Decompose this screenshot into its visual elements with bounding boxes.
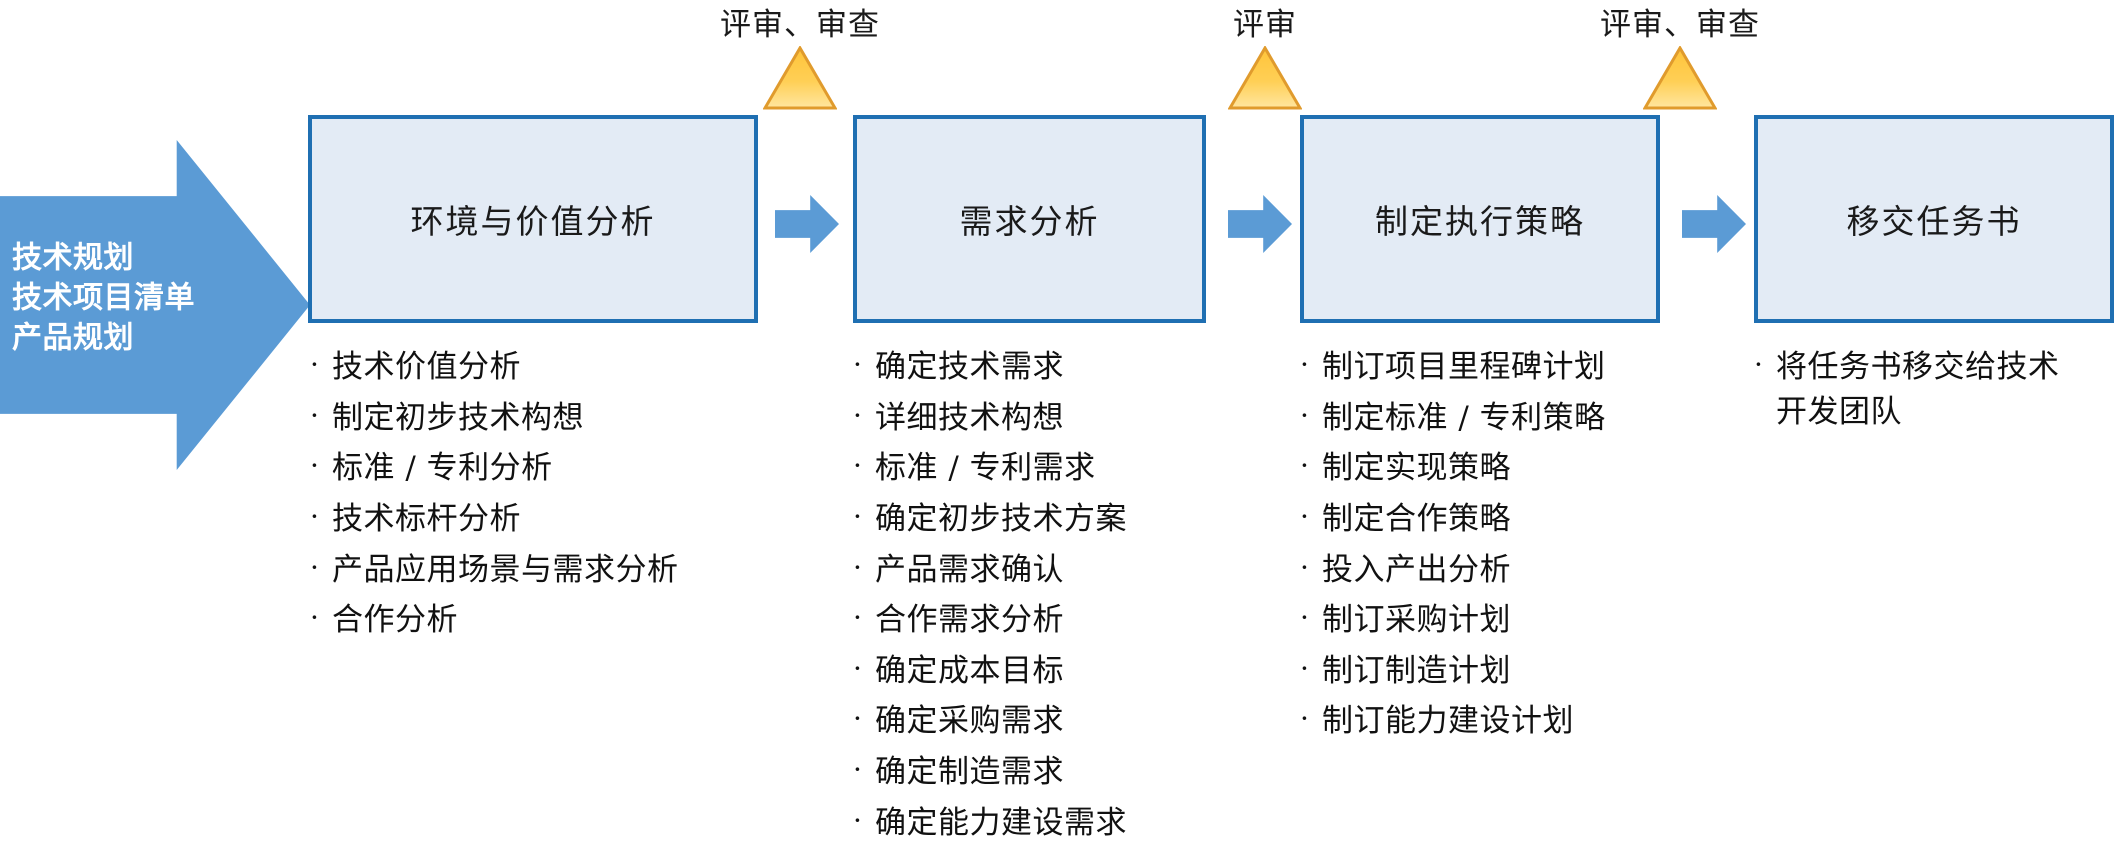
connector-arrow-1 (775, 195, 839, 253)
phase-box-2[interactable]: 需求分析 (853, 115, 1206, 323)
milestone-3[interactable]: 评审、审查 (1560, 8, 1800, 110)
triangle-milestone-icon (763, 46, 837, 110)
bullet-dot-icon: · (310, 601, 319, 635)
bullet-dot-icon: · (853, 803, 862, 837)
bullet-dot-icon: · (853, 550, 862, 584)
list-item: ·标准 / 专利需求 (853, 446, 1127, 491)
phase-2-title: 需求分析 (959, 202, 1100, 241)
phase-box-1[interactable]: 环境与价值分析 (308, 115, 758, 323)
input-arrow-line-2: 技术项目清单 (12, 280, 195, 316)
bullet-dot-icon: · (1300, 550, 1309, 584)
list-item: ·确定成本目标 (853, 649, 1127, 694)
bullet-dot-icon: · (1300, 398, 1309, 432)
list-item: ·制定实现策略 (1300, 446, 1606, 491)
list-item: ·投入产出分析 (1300, 548, 1606, 593)
bullet-dot-icon: · (853, 449, 862, 483)
right-arrow-icon (1228, 195, 1292, 253)
input-arrow-label: 技术规划 技术项目清单 产品规划 (12, 239, 212, 358)
list-item: ·合作需求分析 (853, 598, 1127, 643)
bullet-dot-icon: · (1754, 348, 1763, 381)
list-item: ·产品需求确认 (853, 548, 1127, 593)
bullet-dot-icon: · (1300, 348, 1309, 381)
bullet-dot-icon: · (853, 702, 862, 736)
bullet-dot-icon: · (1300, 499, 1309, 533)
list-item: ·制定标准 / 专利策略 (1300, 396, 1606, 441)
list-item: ·确定技术需求 (853, 345, 1127, 390)
bullet-dot-icon: · (853, 499, 862, 533)
bullet-dot-icon: · (310, 449, 319, 483)
triangle-milestone-icon (1643, 46, 1717, 110)
list-item: ·详细技术构想 (853, 396, 1127, 441)
milestone-3-label: 评审、审查 (1600, 7, 1760, 43)
list-item: ·制订项目里程碑计划 (1300, 345, 1606, 390)
list-item: ·确定初步技术方案 (853, 497, 1127, 542)
list-item: ·制定合作策略 (1300, 497, 1606, 542)
bullet-dot-icon: · (853, 651, 862, 685)
list-item: ·制订采购计划 (1300, 598, 1606, 643)
bullet-dot-icon: · (853, 348, 862, 381)
milestone-2[interactable]: 评审 (1145, 8, 1385, 110)
right-arrow-icon (775, 195, 839, 253)
list-item: ·技术标杆分析 (310, 497, 679, 542)
bullet-dot-icon: · (310, 398, 319, 432)
phase-1-title: 环境与价值分析 (410, 202, 656, 241)
input-arrow-block: 技术规划 技术项目清单 产品规划 (0, 140, 310, 470)
phase-box-3[interactable]: 制定执行策略 (1300, 115, 1660, 323)
bullet-dot-icon: · (853, 753, 862, 786)
phase-box-4[interactable]: 移交任务书 (1754, 115, 2114, 323)
bullet-dot-icon: · (310, 499, 319, 533)
phase-2-bullet-list: ·确定技术需求 ·详细技术构想 ·标准 / 专利需求 ·确定初步技术方案 ·产品… (853, 345, 1127, 851)
phase-3-bullet-list: ·制订项目里程碑计划 ·制定标准 / 专利策略 ·制定实现策略 ·制定合作策略 … (1300, 345, 1606, 750)
list-item: ·将任务书移交给技术开发团队 (1754, 345, 2076, 434)
list-item: ·制订能力建设计划 (1300, 699, 1606, 744)
list-item: ·合作分析 (310, 598, 679, 643)
milestone-1[interactable]: 评审、审查 (680, 8, 920, 110)
list-item: ·确定制造需求 (853, 750, 1127, 795)
bullet-dot-icon: · (1300, 601, 1309, 635)
list-item: ·制订制造计划 (1300, 649, 1606, 694)
phase-4-title: 移交任务书 (1846, 202, 2022, 241)
phase-1-bullet-list: ·技术价值分析 ·制定初步技术构想 ·标准 / 专利分析 ·技术标杆分析 ·产品… (310, 345, 679, 649)
list-item: ·确定采购需求 (853, 699, 1127, 744)
milestone-2-label: 评审 (1233, 7, 1297, 43)
bullet-dot-icon: · (1300, 702, 1309, 736)
triangle-milestone-icon (1228, 46, 1302, 110)
phase-4-bullet-list: ·将任务书移交给技术开发团队 (1754, 345, 2076, 440)
list-item: ·标准 / 专利分析 (310, 446, 679, 491)
input-arrow-line-3: 产品规划 (12, 320, 134, 356)
input-arrow-line-1: 技术规划 (12, 241, 134, 276)
list-item: ·产品应用场景与需求分析 (310, 548, 679, 593)
bullet-dot-icon: · (1300, 651, 1309, 685)
bullet-dot-icon: · (853, 398, 862, 432)
bullet-dot-icon: · (853, 601, 862, 635)
phase-3-title: 制定执行策略 (1375, 202, 1585, 241)
right-arrow-icon (1682, 195, 1746, 253)
list-item: ·技术价值分析 (310, 345, 679, 390)
milestone-1-label: 评审、审查 (720, 7, 880, 43)
connector-arrow-2 (1228, 195, 1292, 253)
bullet-dot-icon: · (1300, 449, 1309, 483)
bullet-dot-icon: · (310, 550, 319, 584)
list-item: ·确定能力建设需求 (853, 801, 1127, 846)
connector-arrow-3 (1682, 195, 1746, 253)
list-item: ·制定初步技术构想 (310, 396, 679, 441)
bullet-dot-icon: · (310, 348, 319, 381)
